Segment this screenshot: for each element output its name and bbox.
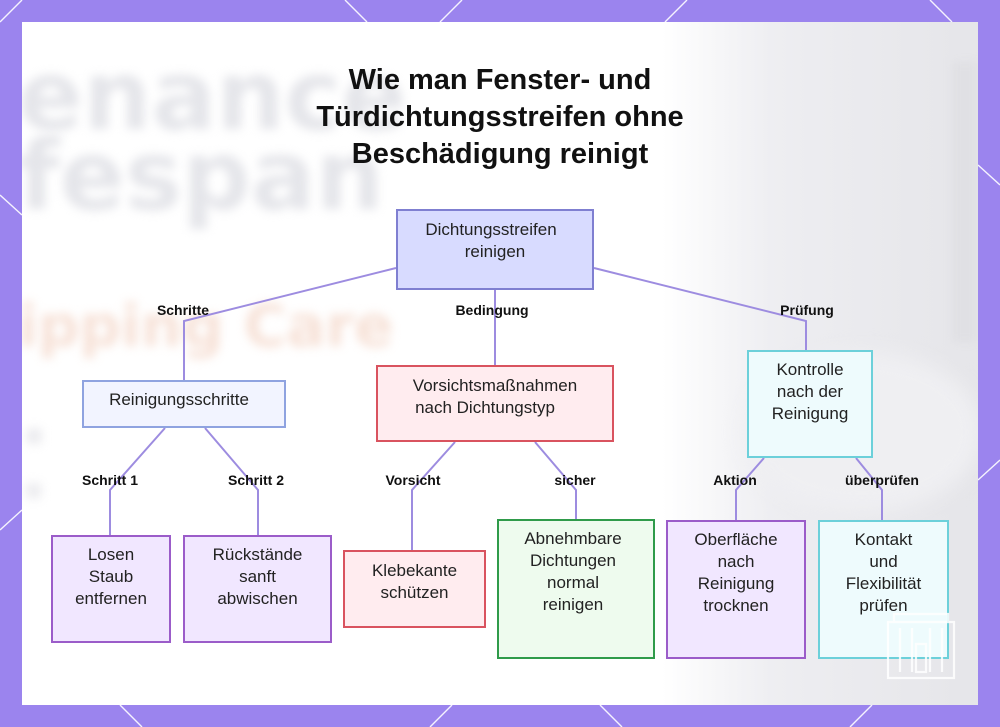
background-blur-bar <box>952 62 978 342</box>
background-text-3: ipping Care <box>22 292 394 360</box>
edge-steps-dust <box>109 427 166 535</box>
edge-label-action: Aktion <box>713 472 757 488</box>
edge-label-verify: überprüfen <box>845 472 919 488</box>
node-clean-removable: Abnehmbare Dichtungen normal reinigen <box>497 519 655 659</box>
node-dry-surface: Oberfläche nach Reinigung trocknen <box>666 520 806 659</box>
node-wipe-residue: Rückstände sanft abwischen <box>183 535 332 643</box>
page-title: Wie man Fenster- und Türdichtungsstreife… <box>316 64 684 170</box>
edge-precautions-removable <box>534 441 577 519</box>
background-text-2: fespan <box>22 120 384 232</box>
node-root: Dichtungsstreifen reinigen <box>396 209 594 290</box>
edge-root-steps <box>183 267 397 380</box>
edge-root-check <box>593 267 807 350</box>
node-protect-adhesive: Klebekante schützen <box>343 550 486 628</box>
node-check-contact: Kontakt und Flexibilität prüfen <box>818 520 949 659</box>
edge-label-steps: Schritte <box>156 302 210 318</box>
edge-label-caution: Vorsicht <box>385 472 441 488</box>
node-cleaning-steps: Reinigungsschritte <box>82 380 286 428</box>
edge-label-step1: Schritt 1 <box>81 472 139 488</box>
node-remove-dust: Losen Staub entfernen <box>51 535 171 643</box>
edge-label-check: Prüfung <box>780 302 834 318</box>
edge-check-contact <box>855 457 883 520</box>
edge-steps-residue <box>204 427 259 535</box>
node-post-check: Kontrolle nach der Reinigung <box>747 350 873 458</box>
edge-check-dry <box>735 457 765 520</box>
background-blur-mark-2: ■ <box>24 477 43 501</box>
edge-label-safe: sicher <box>554 472 596 488</box>
background-text-1: enance <box>22 40 407 152</box>
edge-label-step2: Schritt 2 <box>227 472 285 488</box>
node-precautions: Vorsichtsmaßnahmen nach Dichtungstyp <box>376 365 614 442</box>
building-logo-icon <box>886 612 956 680</box>
edge-label-condition: Bedingung <box>455 302 529 318</box>
edge-precautions-adhesive <box>411 441 456 550</box>
background-blur-mark: ▪ <box>24 417 45 452</box>
